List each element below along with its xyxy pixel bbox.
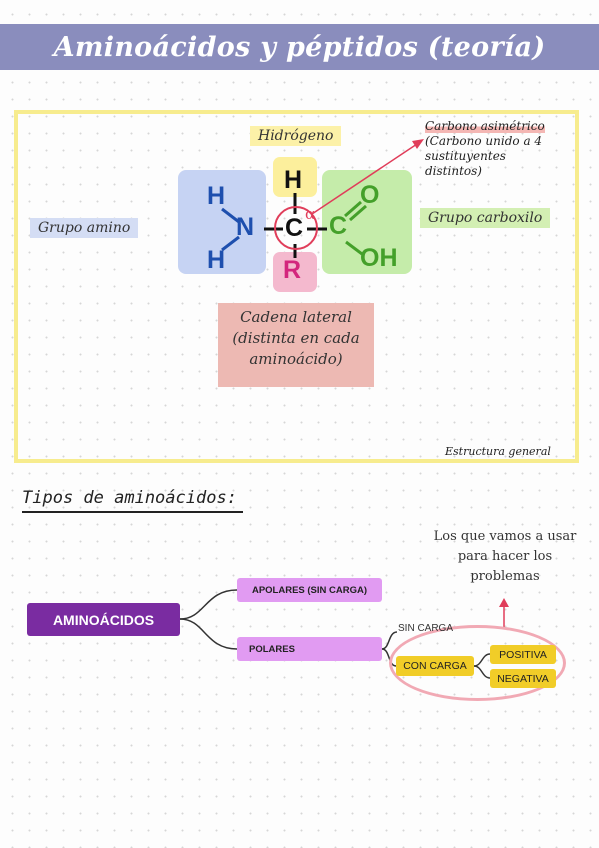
note-carbono-asimetrico: Carbono asimétrico (Carbono unido a 4 su… <box>425 119 575 179</box>
pointer-arrow-head <box>412 139 424 149</box>
note-line-2: para hacer los <box>457 549 553 564</box>
page-title: Aminoácidos y péptidos (teoría) <box>53 31 546 63</box>
node-sin-carga: SIN CARGA <box>398 623 454 634</box>
note-line-1: Los que vamos a usar <box>433 529 577 544</box>
atom-oxygen: O <box>360 181 380 209</box>
bond-c2-o-b <box>349 204 367 222</box>
header-banner: Aminoácidos y péptidos (teoría) <box>0 24 599 70</box>
label-grupo-carboxilo: Grupo carboxilo <box>420 208 551 228</box>
carbono-detail-1: (Carbono unido a 4 <box>425 134 543 148</box>
atom-nitrogen: N <box>236 213 255 241</box>
pointer-arrow-line <box>311 141 421 215</box>
node-con-carga: CON CARGA <box>396 656 474 676</box>
note-line-3: problemas <box>470 569 540 584</box>
note-arrow-head <box>499 598 509 607</box>
label-cadena-lateral: Cadena lateral (distinta en cada aminoác… <box>218 303 374 387</box>
hydrogen-box <box>273 157 317 197</box>
bond-h1-n <box>221 207 240 224</box>
label-hidrogeno: Hidrógeno <box>250 126 342 146</box>
atom-carboxyl-carbon: C <box>329 212 348 240</box>
bond-c2-o-a <box>344 200 362 218</box>
node-apolares: APOLARES (SIN CARGA) <box>237 578 382 602</box>
node-negativa: NEGATIVA <box>490 669 556 688</box>
atom-amine-h-top: H <box>207 182 226 210</box>
connector-root-polares <box>179 618 238 650</box>
atom-top-hydrogen: H <box>284 166 303 194</box>
alpha-symbol: α <box>305 205 316 223</box>
atom-side-chain: R <box>283 256 302 284</box>
atom-amine-h-bottom: H <box>207 246 226 274</box>
bond-c2-oh <box>345 240 363 256</box>
note-los-que-vamos-a-usar: Los que vamos a usar para hacer los prob… <box>430 527 580 587</box>
connector-root-apolares <box>179 589 238 620</box>
node-aminoacidos: AMINOÁCIDOS <box>27 603 180 636</box>
label-estructura-general: Estructura general <box>445 445 551 458</box>
cadena-line-2: (distinta en cada <box>232 329 360 347</box>
section-title-tipos: Tipos de aminoácidos: <box>22 488 243 513</box>
atom-hydroxyl: OH <box>360 244 398 272</box>
carbono-title: Carbono asimétrico <box>425 119 545 133</box>
cadena-line-3: aminoácido) <box>249 350 343 368</box>
carbono-detail-2: sustituyentes <box>425 149 506 163</box>
alpha-carbon-circle <box>274 206 318 250</box>
structure-frame <box>14 110 579 463</box>
bond-h2-n <box>221 235 240 252</box>
atom-alpha-carbon: C <box>285 214 304 242</box>
node-positiva: POSITIVA <box>490 645 556 664</box>
carbono-detail-3: distintos) <box>425 164 482 178</box>
side-chain-box <box>273 252 317 292</box>
carboxyl-group-box <box>322 170 412 274</box>
cadena-line-1: Cadena lateral <box>240 308 352 326</box>
node-polares: POLARES <box>237 637 382 661</box>
amine-group-box <box>178 170 266 274</box>
connector-polares-sin-carga <box>381 631 398 650</box>
charged-highlight-ellipse <box>389 625 566 701</box>
label-grupo-amino: Grupo amino <box>30 218 139 238</box>
